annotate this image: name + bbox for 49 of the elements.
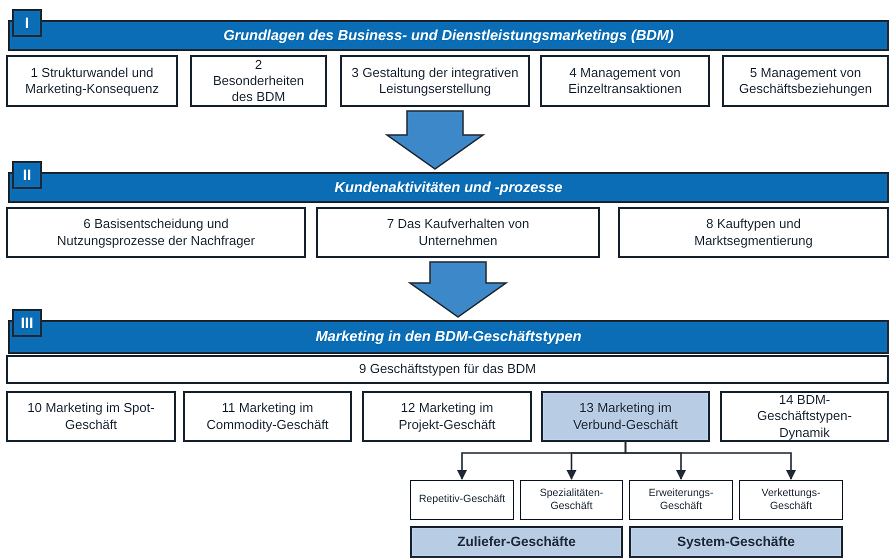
box-label: Spezialitäten-Geschäft — [538, 486, 604, 514]
chapter-box — [316, 207, 600, 258]
box-label: Verkettungs-Geschäft — [760, 486, 822, 514]
box-label: 5 Management von Geschäftsbeziehungen — [738, 64, 873, 98]
box-label: 2 Besonderheiten des BDM — [212, 56, 306, 106]
section-number: II — [12, 161, 42, 189]
block-arrow — [384, 110, 486, 170]
box-label: Erweiterungs-Geschäft — [648, 486, 714, 514]
box-label: Repetitiv-Geschäft — [418, 493, 506, 507]
chapter-box — [6, 355, 889, 384]
chapter-box — [720, 391, 889, 442]
block-arrow — [408, 261, 508, 318]
chapter-box — [183, 391, 352, 442]
chapter-box — [340, 55, 530, 107]
box-label: Zuliefer-Geschäfte — [457, 534, 576, 550]
chapter-box — [6, 391, 176, 442]
section-title: Marketing in den BDM-Geschäftstypen — [316, 329, 582, 345]
subtype-box — [520, 480, 623, 520]
chapter-box — [362, 391, 532, 442]
box-label: 1 Strukturwandel und Marketing-Konsequenz — [24, 64, 160, 98]
chapter-box — [190, 55, 327, 107]
chapter-box — [541, 391, 710, 442]
group-box — [629, 526, 843, 558]
section-title: Kundenaktivitäten und -prozesse — [334, 180, 562, 196]
section-number: III — [12, 309, 42, 337]
box-label: 3 Gestaltung der integrativen Leistungserstellung — [350, 64, 520, 98]
box-label: 9 Geschäftstypen für das BDM — [358, 361, 536, 378]
arrow — [624, 442, 796, 480]
chapter-box — [618, 207, 889, 258]
chapter-box — [6, 207, 306, 258]
box-label: 6 Basisentscheidung und Nutzungsprozesse der Nachfrager — [56, 216, 256, 249]
chapter-box — [722, 55, 889, 107]
box-label: 4 Management von Einzeltransaktionen — [567, 64, 683, 98]
chapter-box — [540, 55, 710, 107]
box-label: 10 Marketing im Spot-Geschäft — [26, 400, 156, 433]
group-box — [410, 526, 623, 558]
section-number: I — [12, 9, 42, 37]
box-label: 13 Marketing im Verbund-Geschäft — [572, 400, 679, 433]
box-label: 8 Kauftypen und Marktsegmentierung — [693, 216, 814, 249]
section-title: Grundlagen des Business- und Dienstleistungsmarketings (BDM) — [223, 28, 674, 44]
subtype-box — [410, 480, 514, 520]
box-label: System-Geschäfte — [677, 534, 795, 550]
box-label: 14 BDM-Geschäftstypen-Dynamik — [756, 392, 853, 441]
box-label: 12 Marketing im Projekt-Geschäft — [398, 400, 496, 433]
subtype-box — [739, 480, 843, 520]
chapter-box — [6, 55, 178, 107]
box-label: 11 Marketing im Commodity-Geschäft — [205, 400, 330, 433]
subtype-box — [629, 480, 733, 520]
box-label: 7 Das Kaufverhalten von Unternehmen — [386, 216, 530, 249]
